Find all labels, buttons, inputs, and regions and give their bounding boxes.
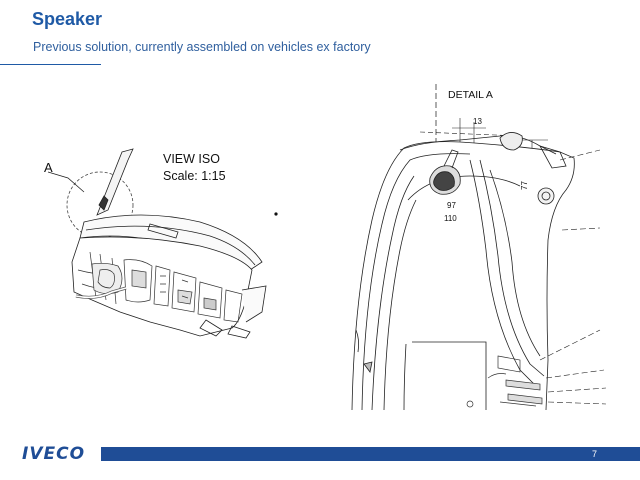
technical-drawings: A VIEW ISO Scale: 1:15: [44, 84, 607, 411]
view-iso-label: VIEW ISO: [163, 152, 220, 166]
dimension-110: 110: [444, 214, 457, 223]
dimension-77: 77: [520, 181, 529, 190]
callout-leader: [47, 171, 85, 193]
detail-a-drawing: [351, 84, 607, 411]
detail-a-title: DETAIL A: [448, 89, 493, 101]
dimension-13: 13: [473, 117, 482, 126]
slide-title: Speaker: [32, 9, 103, 29]
iveco-logo: IVECO: [22, 444, 86, 464]
title-underline: [0, 64, 101, 65]
callout-label-a: A: [44, 160, 53, 175]
dimension-97: 97: [447, 201, 456, 210]
iso-view-drawing: [47, 148, 278, 339]
slide-subtitle: Previous solution, currently assembled o…: [33, 40, 371, 54]
scale-label: Scale: 1:15: [163, 169, 226, 183]
footer-bar: [101, 447, 640, 461]
page-number: 7: [592, 449, 598, 459]
